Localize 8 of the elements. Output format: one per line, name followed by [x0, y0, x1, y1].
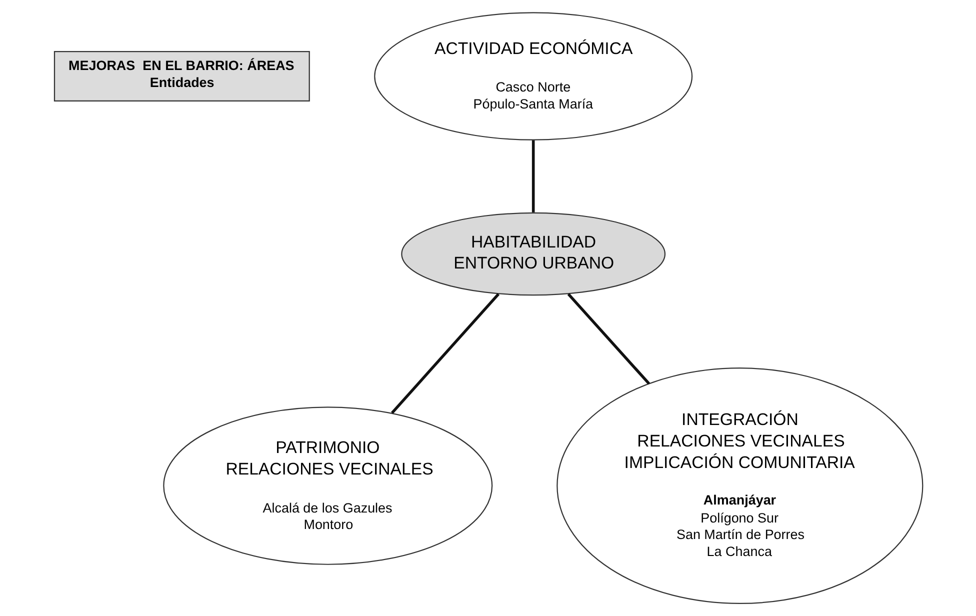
node-box: MEJORAS EN EL BARRIO: ÁREAS Entidades — [53, 50, 310, 102]
connector — [390, 293, 500, 414]
node-ellipse: HABITABILIDAD ENTORNO URBANO — [400, 212, 666, 296]
node-ellipse: ACTIVIDAD ECONÓMICA Casco Norte Pópulo-Santa María — [374, 12, 692, 140]
node-ellipse: PATRIMONIO RELACIONES VECINALES Alcalá de los Gazules Montoro — [162, 406, 492, 565]
connector — [566, 293, 650, 385]
node-ellipse: INTEGRACIÓN RELACIONES VECINALES IMPLICACIÓN COMUNITARIA Almanjáyar Polígono Sur San Martín de Porres La Chanca — [556, 368, 923, 604]
connector — [531, 140, 534, 212]
